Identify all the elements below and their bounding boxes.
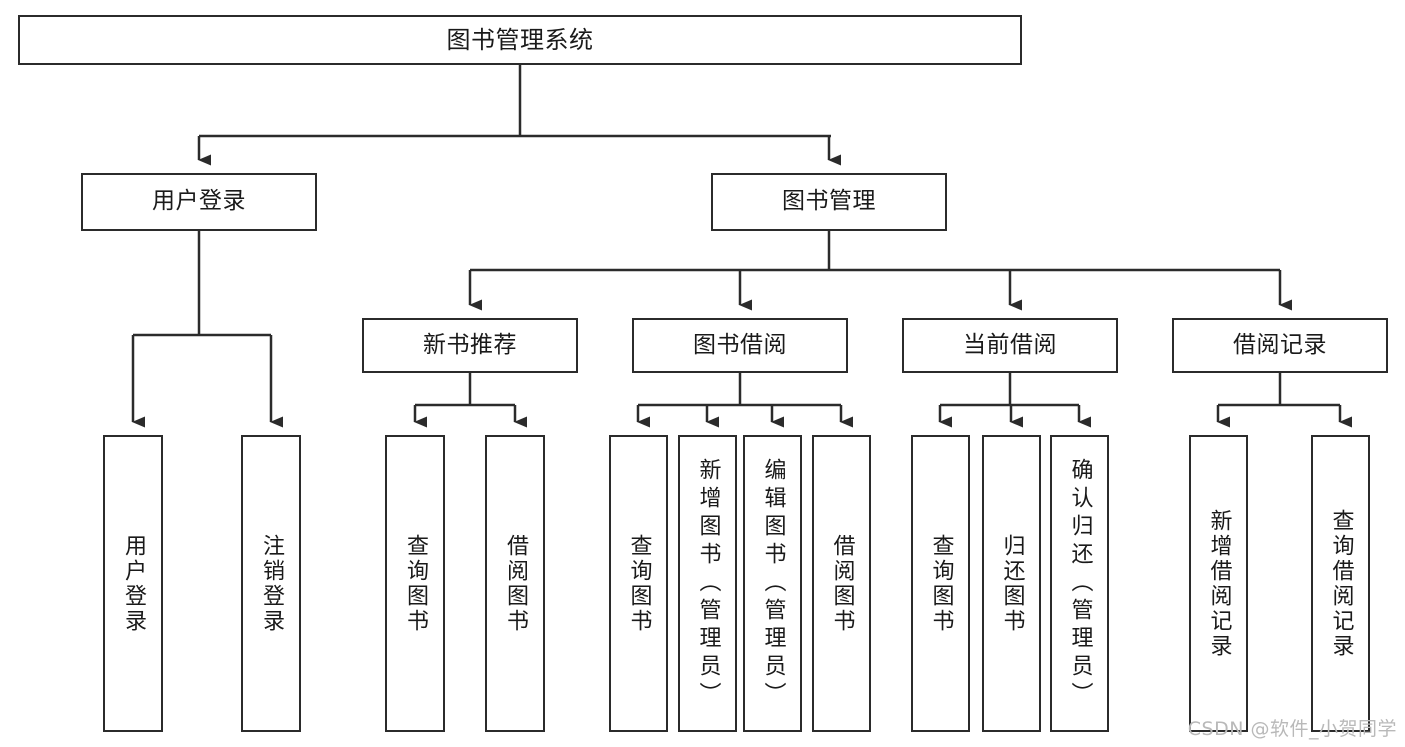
node-leaf-query-book-cur[interactable]: 查询图书 [911, 435, 970, 732]
node-current-borrow-label: 当前借阅 [963, 331, 1057, 358]
node-leaf-user-login[interactable]: 用户登录 [103, 435, 163, 732]
node-leaf-borrow-book-label: 借阅图书 [829, 533, 855, 634]
node-leaf-add-record[interactable]: 新增借阅记录 [1189, 435, 1248, 732]
node-leaf-add-book[interactable]: 新增图书（管理员） [678, 435, 737, 732]
node-leaf-logout[interactable]: 注销登录 [241, 435, 301, 732]
node-book-manage[interactable]: 图书管理 [711, 173, 947, 231]
node-leaf-add-book-label: 新增图书（管理员） [695, 457, 721, 710]
node-leaf-query-record-label: 查询借阅记录 [1328, 508, 1354, 659]
node-leaf-logout-label: 注销登录 [259, 533, 284, 634]
node-book-borrow-label: 图书借阅 [693, 331, 787, 358]
node-borrow-record-label: 借阅记录 [1233, 331, 1327, 358]
watermark: CSDN @软件_小贺同学 [1187, 718, 1397, 740]
node-leaf-borrow-book-rec[interactable]: 借阅图书 [485, 435, 545, 732]
node-leaf-query-book-cur-label: 查询图书 [928, 533, 954, 634]
node-leaf-edit-book-label: 编辑图书（管理员） [760, 457, 786, 710]
node-leaf-confirm-return[interactable]: 确认归还（管理员） [1050, 435, 1109, 732]
node-book-borrow[interactable]: 图书借阅 [632, 318, 848, 373]
node-borrow-record[interactable]: 借阅记录 [1172, 318, 1388, 373]
node-current-borrow[interactable]: 当前借阅 [902, 318, 1118, 373]
node-root[interactable]: 图书管理系统 [18, 15, 1022, 65]
node-leaf-return-book-label: 归还图书 [999, 533, 1025, 634]
node-leaf-confirm-return-label: 确认归还（管理员） [1067, 457, 1093, 710]
node-user-login[interactable]: 用户登录 [81, 173, 317, 231]
node-new-book-rec[interactable]: 新书推荐 [362, 318, 578, 373]
node-leaf-query-book-rec-label: 查询图书 [403, 533, 428, 634]
node-new-book-rec-label: 新书推荐 [423, 331, 517, 358]
node-leaf-query-book-bor-label: 查询图书 [626, 533, 652, 634]
node-leaf-return-book[interactable]: 归还图书 [982, 435, 1041, 732]
node-leaf-user-login-label: 用户登录 [121, 533, 146, 634]
node-leaf-borrow-book-rec-label: 借阅图书 [503, 533, 528, 634]
node-leaf-query-book-rec[interactable]: 查询图书 [385, 435, 445, 732]
node-user-login-label: 用户登录 [152, 188, 246, 215]
node-leaf-edit-book[interactable]: 编辑图书（管理员） [743, 435, 802, 732]
node-leaf-borrow-book[interactable]: 借阅图书 [812, 435, 871, 732]
node-root-label: 图书管理系统 [446, 25, 594, 54]
node-leaf-query-record[interactable]: 查询借阅记录 [1311, 435, 1370, 732]
node-leaf-add-record-label: 新增借阅记录 [1206, 508, 1232, 659]
node-book-manage-label: 图书管理 [782, 188, 876, 215]
node-leaf-query-book-bor[interactable]: 查询图书 [609, 435, 668, 732]
